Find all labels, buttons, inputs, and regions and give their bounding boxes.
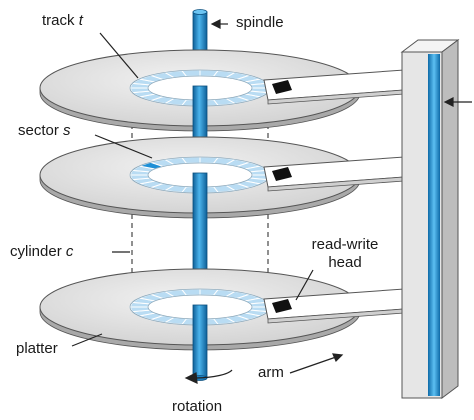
sector-label-var: s: [63, 122, 71, 139]
sector-label: sector s: [18, 122, 71, 140]
platter-leader: [71, 333, 103, 347]
cylinder-label-text: cylinder: [10, 243, 62, 260]
arm: [263, 156, 405, 192]
arm-label: arm: [258, 364, 284, 381]
track-leader: [99, 32, 139, 79]
read-write-head-label: read-write head: [300, 236, 390, 272]
platter-label: platter: [16, 340, 58, 357]
spindle-segment: [192, 304, 208, 379]
spindle-arrowhead: [210, 19, 221, 29]
spindle-label: spindle: [236, 14, 284, 31]
read-write-head-label-line1: read-write: [311, 236, 379, 253]
read-write-head: [272, 299, 292, 313]
track-label-var: t: [78, 12, 83, 29]
arm: [263, 288, 405, 324]
track-label-text: track: [42, 12, 75, 29]
rotation-label: rotation: [172, 398, 223, 415]
spindle-cap: [192, 9, 208, 15]
leader-lines: [71, 19, 472, 384]
read-write-head-label-line2: head: [328, 254, 362, 271]
actuator-arrowhead: [443, 97, 454, 107]
arm-leader: [289, 356, 337, 374]
sector-leader: [94, 134, 153, 159]
arm-arrowhead: [332, 353, 344, 363]
rotation-arc: [195, 369, 233, 379]
cylinder-label-var: c: [65, 243, 74, 260]
head-leader: [295, 269, 314, 301]
track-label: track t: [42, 12, 83, 30]
read-write-head: [272, 80, 292, 94]
actuator-column: [400, 39, 460, 399]
read-write-head: [272, 167, 292, 181]
sector-label-text: sector: [18, 122, 59, 139]
rotation-arrowhead: [184, 372, 198, 384]
cylinder-label: cylinder c: [10, 243, 73, 261]
